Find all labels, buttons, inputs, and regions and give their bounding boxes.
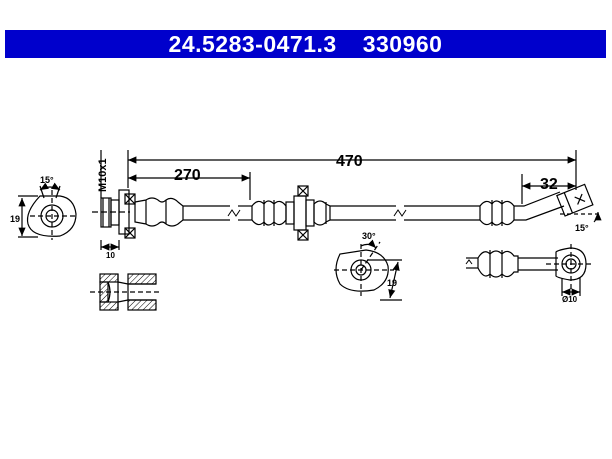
dimension-lines xyxy=(127,150,577,204)
reference-number: 330960 xyxy=(362,30,443,57)
title-bar: 24.5283-0471.3 330960 xyxy=(5,30,606,58)
thread-label: M10x1 xyxy=(97,158,109,192)
hose-segment-1 xyxy=(183,205,252,221)
end-offset-label: 32 xyxy=(540,176,558,193)
total-length-label: 470 xyxy=(336,153,363,170)
hose-segment-2 xyxy=(330,205,480,221)
middle-fitting xyxy=(251,185,331,241)
part-number: 24.5283-0471.3 xyxy=(168,30,337,57)
right-fitting xyxy=(479,183,602,226)
left-end-view xyxy=(18,182,78,240)
right-angle-label: 15° xyxy=(575,223,589,233)
middle-end-view xyxy=(334,239,402,301)
right-detail-view xyxy=(465,244,594,296)
middle-height-label: 19 xyxy=(387,278,397,288)
left-angle-label: 15° xyxy=(40,175,54,185)
middle-angle-label: 30° xyxy=(362,231,376,241)
section-detail xyxy=(90,273,160,311)
left-height-label: 19 xyxy=(10,214,20,224)
right-diameter-label: Ø10 xyxy=(562,295,578,304)
flange-width-label: 10 xyxy=(106,251,115,260)
partial-length-label: 270 xyxy=(174,167,201,184)
